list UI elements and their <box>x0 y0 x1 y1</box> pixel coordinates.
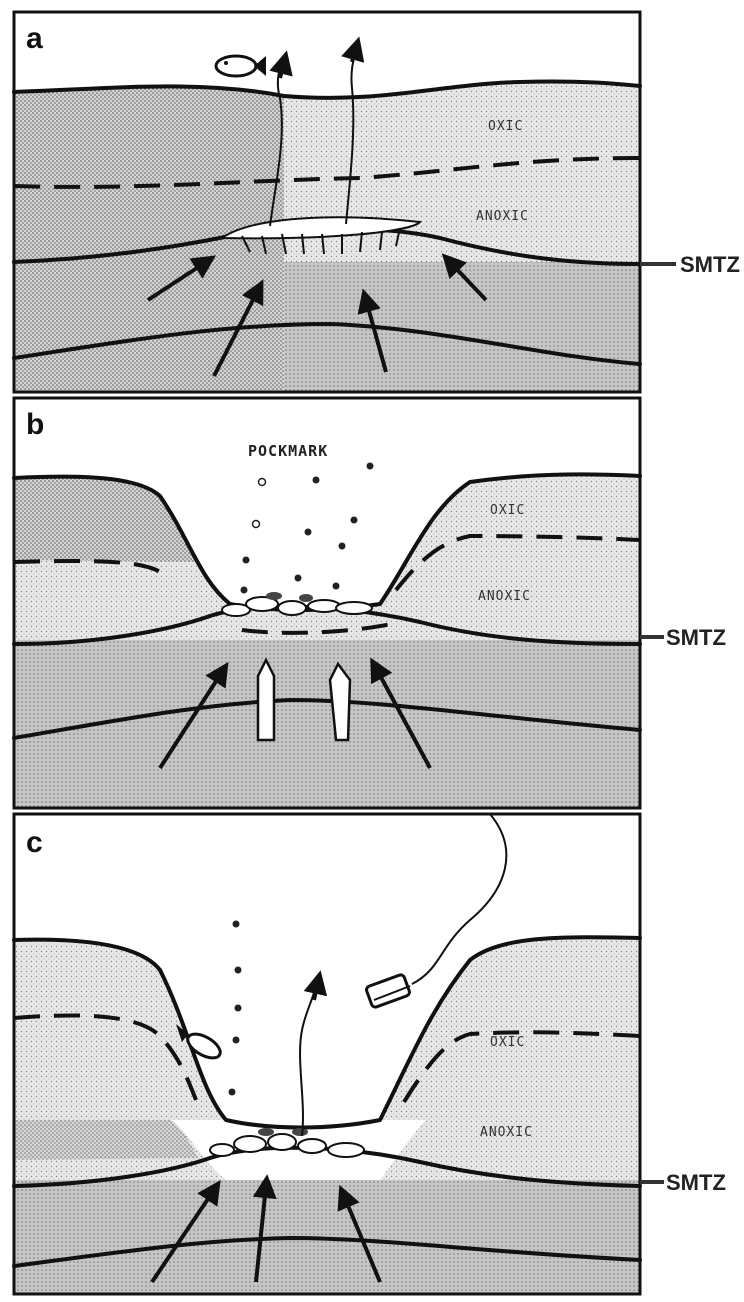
panel-a-anoxic-label: ANOXIC <box>476 209 529 224</box>
panel-a-smtz-label: SMTZ <box>680 252 740 277</box>
panel-b-letter: b <box>26 408 44 441</box>
panel-b-smtz-label: SMTZ <box>666 625 726 650</box>
panel-c: OXIC ANOXIC c SMTZ <box>14 814 726 1294</box>
panel-a-letter: a <box>26 22 43 55</box>
panel-b-oxic-label: OXIC <box>490 503 525 518</box>
panel-c-oxic-label: OXIC <box>490 1035 525 1050</box>
panel-b-anoxic-label: ANOXIC <box>478 589 531 604</box>
panel-a: OXIC ANOXIC a SMTZ <box>14 12 740 392</box>
panel-a-oxic-label: OXIC <box>488 119 523 134</box>
panel-c-letter: c <box>26 826 43 859</box>
pockmark-label: POCKMARK <box>248 442 328 460</box>
panel-b: POCKMARK OXIC ANOXIC b SMTZ <box>14 398 726 808</box>
panel-c-anoxic-label: ANOXIC <box>480 1125 533 1140</box>
panel-c-smtz-label: SMTZ <box>666 1170 726 1195</box>
